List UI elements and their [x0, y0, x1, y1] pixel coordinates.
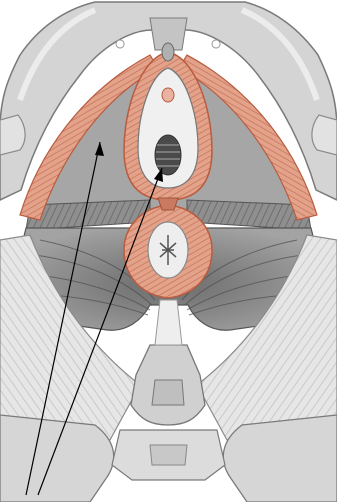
urethral-orifice: [162, 88, 174, 102]
clitoris: [162, 43, 174, 61]
ischial-tuberosity-right: [223, 415, 337, 502]
sacral-foramen: [150, 445, 187, 465]
anococcygeal-ligament: [155, 300, 182, 345]
ischium-right: [312, 115, 337, 155]
bone-dot-left: [116, 40, 124, 48]
coccyx-segment: [152, 380, 184, 405]
ischium-left: [0, 115, 25, 155]
bone-dot-right: [212, 40, 220, 48]
vaginal-orifice: [155, 135, 181, 175]
ischial-tuberosity-left: [0, 415, 114, 502]
perineal-body: [158, 198, 178, 210]
